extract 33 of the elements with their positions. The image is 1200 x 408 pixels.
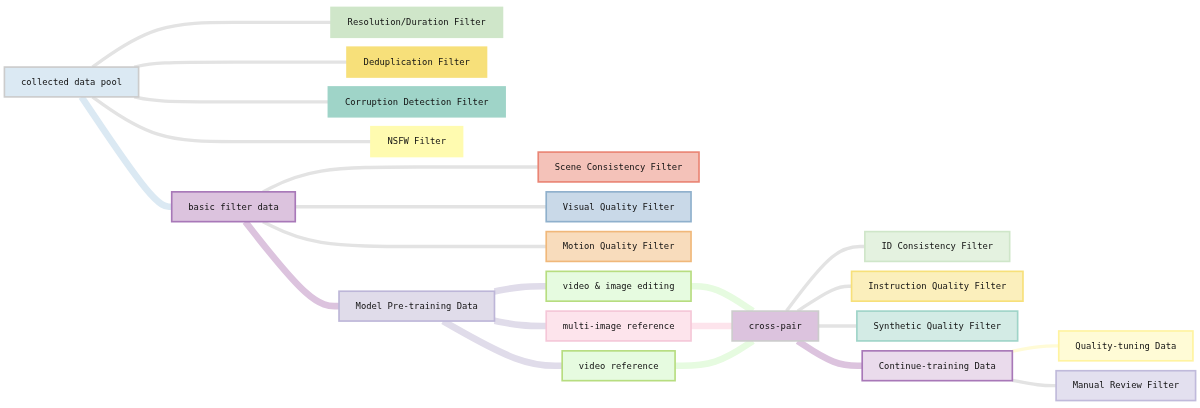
node-box: Visual Quality Filter xyxy=(545,191,692,223)
node-box: ID Consistency Filter xyxy=(864,230,1011,263)
node-box: Instruction Quality Filter xyxy=(850,270,1024,302)
node-box: basic filter data xyxy=(170,191,297,223)
node-box: Motion Quality Filter xyxy=(545,230,692,263)
connector xyxy=(493,282,547,295)
connector xyxy=(785,244,865,313)
node-box: Manual Review Filter xyxy=(1055,369,1197,402)
connector xyxy=(796,284,852,313)
node-box: multi-image reference xyxy=(545,310,692,342)
connector xyxy=(441,318,563,370)
node-box: Deduplication Filter xyxy=(346,46,488,78)
node-box: cross-pair xyxy=(731,310,820,342)
node-box: video & image editing xyxy=(545,270,692,302)
node-box: Quality-tuning Data xyxy=(1057,330,1194,362)
connector xyxy=(133,95,329,104)
connector xyxy=(133,60,347,69)
node-box: Resolution/Duration Filter xyxy=(330,6,504,39)
connector xyxy=(1012,344,1059,353)
node-box: Corruption Detection Filter xyxy=(327,86,506,118)
connector xyxy=(91,95,371,144)
node-box: video reference xyxy=(561,350,676,382)
node-box: collected data pool xyxy=(3,66,140,98)
node-box: Synthetic Quality Filter xyxy=(856,310,1019,342)
node-box: NSFW Filter xyxy=(370,125,464,158)
connector xyxy=(493,317,547,330)
node-box: Scene Consistency Filter xyxy=(537,151,700,183)
connector xyxy=(1012,378,1057,388)
connector xyxy=(91,20,332,69)
node-box: Continue-training Data xyxy=(861,350,1014,382)
connector xyxy=(691,322,733,330)
connector xyxy=(262,220,547,249)
node-box: Model Pre-training Data xyxy=(338,290,496,322)
